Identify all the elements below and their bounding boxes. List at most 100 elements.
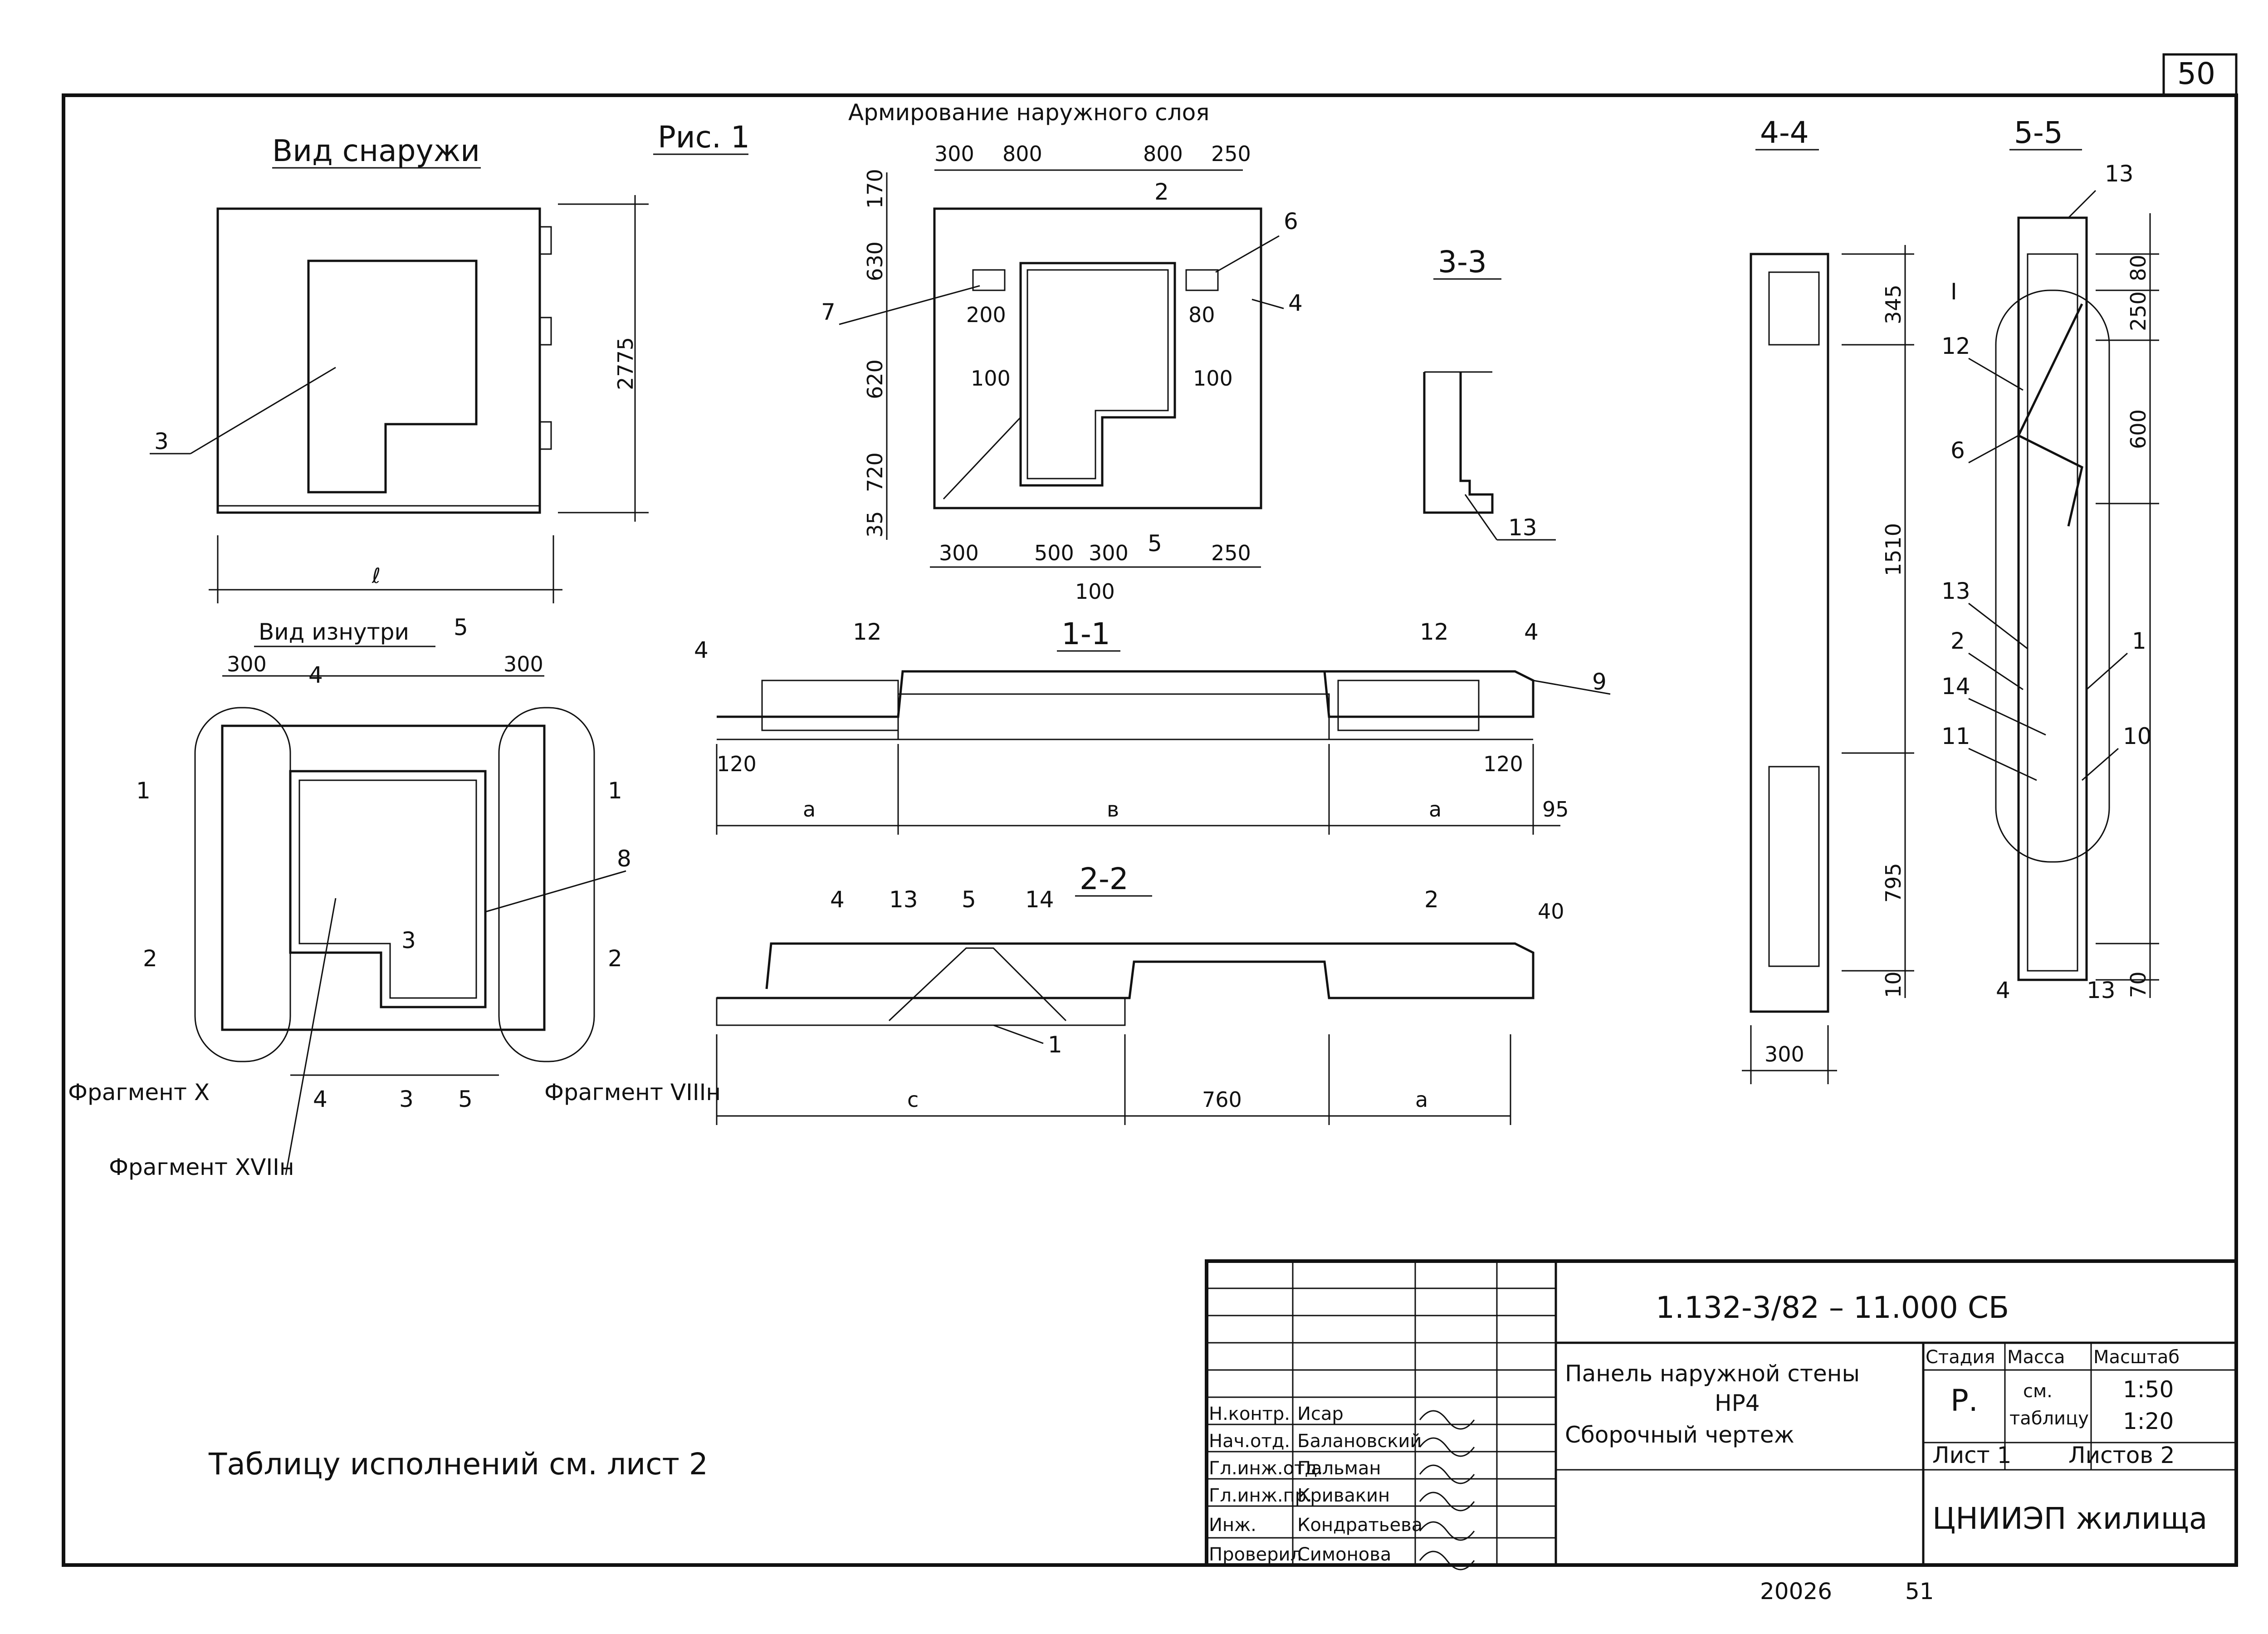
- role-3: Гл.инж.отд.: [1209, 1458, 1323, 1479]
- inside-window: [289, 770, 487, 1008]
- section-5-5: 5-5 80 250 600 70 13 I 12 6 13 2 14 11 1…: [1941, 115, 2159, 1003]
- scale-value-2: 1:20: [2123, 1408, 2174, 1434]
- s22-dim-1: 40: [1538, 899, 1564, 924]
- s44-dim-2: 1510: [1881, 523, 1906, 576]
- inside-mark-1-right: 1: [608, 778, 622, 804]
- footer-number: 20026: [1760, 1578, 1832, 1605]
- s22-dim-3: 760: [1202, 1087, 1242, 1112]
- fragment-x-label: Фрагмент Х: [68, 1079, 210, 1106]
- arm-inner-dim-4: 100: [1193, 366, 1233, 391]
- s44-dim-3: 795: [1881, 863, 1906, 903]
- arm-inner-dim-2: 80: [1188, 303, 1215, 327]
- arm-bottom-dim-3: 300: [1089, 541, 1129, 565]
- role-1: Н.контр.: [1209, 1404, 1290, 1424]
- inside-mark-3: 3: [401, 927, 416, 954]
- mass-value-2: таблицу: [2009, 1408, 2089, 1429]
- mass-header: Масса: [2007, 1347, 2065, 1368]
- sheet-frame: [62, 93, 2238, 1567]
- s55-dim-3: 600: [2126, 409, 2151, 449]
- reinforcement-view: Армирование наружного слоя 300 800 800 2…: [821, 99, 1303, 604]
- arm-left-dim-4: 720: [863, 452, 887, 492]
- s11-mark-5: 9: [1592, 669, 1607, 695]
- stage-header: Стадия: [1926, 1347, 1995, 1368]
- section-4-4: 4-4 345 1510 795 10 300: [1742, 115, 1914, 1084]
- inside-mark-3-bottom: 3: [399, 1086, 414, 1112]
- arm-mark-2: 2: [1154, 179, 1169, 205]
- s55-mark-5: 13: [1941, 578, 1970, 604]
- s22-mark-3: 5: [962, 886, 976, 913]
- arm-mark-6: 6: [1284, 208, 1298, 235]
- inside-dim-1: 300: [227, 652, 267, 676]
- org-name: ЦНИИЭП жилища: [1932, 1501, 2207, 1536]
- inside-view: Вид изнутри 300 300 5 4 1 1 2 2 3 8 4 3 …: [136, 614, 631, 1112]
- arm-left-dim-2: 630: [863, 241, 887, 281]
- s22-mark-4: 14: [1025, 886, 1054, 913]
- name-4: Кривакин: [1297, 1485, 1390, 1506]
- sheet-number-box: [2162, 53, 2238, 97]
- section-3-3: 3-3 13: [1423, 245, 1556, 541]
- s11-dim-1: 120: [717, 752, 757, 776]
- arm-bottom-dim-2: 500: [1034, 541, 1074, 565]
- s55-mark-2: I: [1950, 279, 1957, 305]
- inside-view-title: Вид изнутри: [259, 619, 409, 645]
- s55-dim-1: 80: [2126, 254, 2151, 281]
- name-3: Пальман: [1297, 1458, 1381, 1479]
- title-block: 1.132-3/82 – 11.000 СБ Панель наружной с…: [1205, 1259, 2238, 1570]
- s55-mark-1: 13: [2105, 161, 2134, 187]
- arm-opening: [1019, 262, 1176, 487]
- s11-dim-2: 120: [1483, 752, 1523, 776]
- s55-mark-11: 4: [1996, 977, 2010, 1003]
- outside-dim-height: 2775: [613, 337, 638, 390]
- s44-dim-1: 345: [1881, 284, 1906, 324]
- outside-mark: 3: [154, 428, 169, 455]
- s22-mark-5: 2: [1424, 886, 1439, 913]
- outside-dim-width: ℓ: [371, 563, 381, 588]
- stage-value: Р.: [1950, 1383, 1978, 1418]
- section-3-3-mark: 13: [1508, 514, 1537, 541]
- name-5: Кондратьева: [1297, 1515, 1422, 1536]
- outside-view: Вид снаружи 2775 ℓ 3: [150, 133, 649, 603]
- arm-left-dim-1: 170: [863, 169, 887, 209]
- s44-dim-4: 10: [1881, 971, 1906, 998]
- figure-title: Рис. 1: [658, 120, 750, 155]
- role-4: Гл.инж.пр.: [1209, 1485, 1312, 1506]
- inside-mark-5-bottom: 5: [458, 1086, 473, 1112]
- doc-name-2: НР4: [1715, 1390, 1760, 1416]
- arm-mark-4: 4: [1288, 290, 1303, 316]
- sheets-label: Листов 2: [2068, 1442, 2175, 1468]
- reinforcement-title: Армирование наружного слоя: [848, 99, 1209, 126]
- arm-top-dim-4: 250: [1211, 142, 1251, 166]
- s55-mark-8: 11: [1941, 723, 1970, 749]
- outside-view-title: Вид снаружи: [272, 133, 480, 168]
- arm-mark-7: 7: [821, 299, 836, 325]
- s11-mark-1: 4: [694, 637, 709, 663]
- arm-panel: [933, 207, 1262, 509]
- arm-mark-5: 5: [1148, 530, 1162, 557]
- s22-mark-6: 1: [1048, 1032, 1062, 1058]
- inside-dim-2: 300: [503, 652, 543, 676]
- scale-header: Масштаб: [2093, 1347, 2180, 1368]
- arm-top-dim-3: 800: [1143, 142, 1183, 166]
- doc-name-3: Сборочный чертеж: [1565, 1422, 1794, 1448]
- s44-dim-5: 300: [1765, 1042, 1804, 1067]
- arm-inner-dim-3: 100: [971, 366, 1011, 391]
- mass-value-1: см.: [2023, 1381, 2053, 1402]
- section-2-2-title: 2-2: [1080, 861, 1129, 896]
- inside-mark-5-top: 5: [454, 614, 468, 641]
- s11-dim-5: a: [1429, 797, 1442, 822]
- s55-dim-4: 70: [2126, 971, 2151, 998]
- inside-mark-4-bottom: 4: [313, 1086, 327, 1112]
- inside-mark-4-top: 4: [308, 662, 323, 688]
- doc-code: 1.132-3/82 – 11.000 СБ: [1656, 1290, 2009, 1325]
- section-5-5-title: 5-5: [2014, 115, 2063, 150]
- section-4-4-title: 4-4: [1760, 115, 1809, 150]
- name-2: Балановский: [1297, 1431, 1422, 1452]
- outside-panel: [216, 207, 541, 514]
- arm-top-dim-1: 300: [934, 142, 974, 166]
- outside-window: [307, 259, 478, 494]
- role-5: Инж.: [1209, 1515, 1256, 1536]
- s55-dim-2: 250: [2126, 291, 2151, 331]
- s11-mark-4: 4: [1524, 619, 1539, 645]
- name-1: Исар: [1297, 1404, 1344, 1424]
